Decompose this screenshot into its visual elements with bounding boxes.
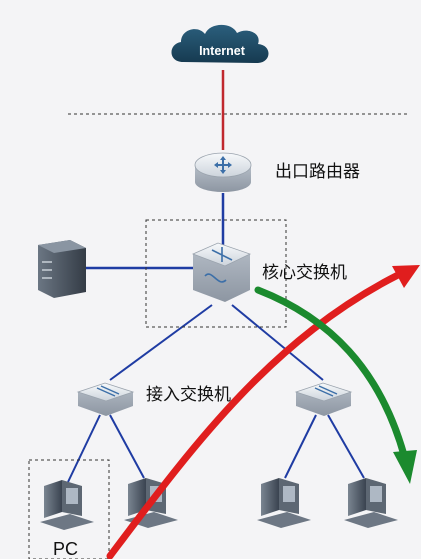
core-switch-icon	[191, 242, 252, 302]
internet-cloud-icon: Internet	[171, 24, 269, 63]
egress-router-label: 出口路由器	[275, 162, 360, 182]
pc-highlight-box	[28, 459, 110, 559]
core-switch-label: 核心交换机	[262, 263, 347, 283]
pc-label: PC	[53, 539, 78, 559]
access-switch-icon-right	[294, 382, 353, 416]
pc-icon-1	[40, 480, 94, 530]
core-switch-highlight-box	[145, 219, 287, 328]
server-icon	[38, 240, 86, 298]
link-access-right-pc3	[284, 414, 317, 479]
pc-icon-4	[344, 478, 398, 528]
link-access-right-pc4	[327, 414, 365, 479]
internet-label: Internet	[199, 44, 246, 58]
link-access-left-pc2	[109, 414, 145, 479]
access-switch-icon-left	[76, 382, 135, 416]
router-icon	[194, 152, 252, 192]
access-switch-label: 接入交换机	[146, 385, 231, 405]
pc-icon-3	[257, 478, 311, 528]
link-access-left-pc1	[67, 414, 101, 483]
link-core-access-left	[109, 304, 213, 381]
green-traffic-arrow	[254, 286, 417, 484]
red-traffic-arrow	[106, 265, 420, 559]
link-core-access-right	[231, 304, 324, 381]
